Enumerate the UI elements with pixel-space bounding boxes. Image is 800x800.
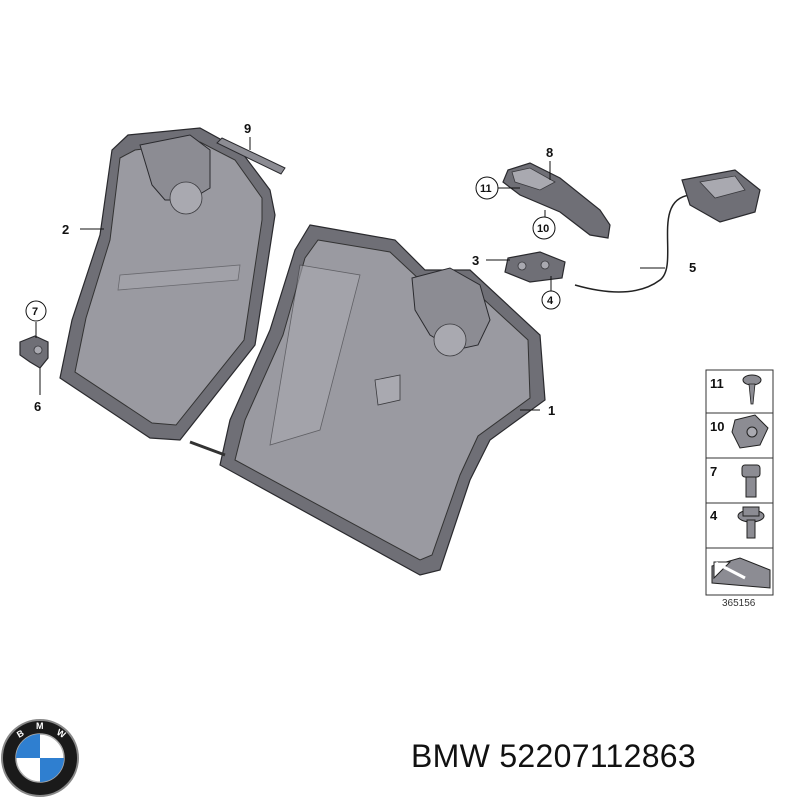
legend-number-4: 4: [710, 508, 718, 523]
fastener-legend: 11 10 7 4 365156: [705, 369, 774, 609]
bmw-logo: B M W: [1, 719, 79, 797]
callout-7: 7: [32, 306, 38, 318]
part-3-latch: [504, 251, 566, 283]
part-9-trim-strip: [216, 137, 286, 175]
part-8-release-handle: [502, 162, 611, 239]
part-5-bowden-cable: [574, 169, 761, 293]
footer-part-label: BMW 52207112863: [411, 738, 696, 775]
callout-9: 9: [244, 121, 251, 136]
legend-number-11: 11: [710, 376, 724, 391]
diagram-number: 365156: [722, 598, 756, 609]
callout-8: 8: [546, 145, 553, 160]
callout-10: 10: [537, 223, 549, 235]
part-6-mounting-bracket: [19, 335, 49, 369]
footer-part-number: 52207112863: [499, 738, 697, 774]
footer-brand: BMW: [411, 738, 491, 774]
legend-number-7: 7: [710, 464, 717, 479]
bolt-icon: [741, 464, 761, 498]
legend-number-10: 10: [710, 419, 724, 434]
svg-text:B: B: [15, 728, 26, 740]
part-1-backrest-frame-right: [189, 224, 546, 576]
flange-bolt-icon: [737, 506, 765, 539]
direction-arrow-icon: [711, 557, 771, 589]
svg-text:M: M: [36, 721, 44, 731]
callout-4: 4: [547, 295, 554, 307]
callout-11: 11: [480, 183, 492, 195]
callout-2: 2: [62, 222, 69, 237]
callout-10-circle: [532, 216, 556, 240]
callout-1: 1: [548, 403, 555, 418]
callout-11-circle: [475, 176, 499, 200]
callout-5: 5: [689, 260, 696, 275]
clip-nut-icon: [731, 414, 769, 449]
callout-3: 3: [472, 253, 479, 268]
callout-4-circle: [541, 290, 561, 310]
callout-6: 6: [34, 399, 41, 414]
callout-labels: 1 2 3 4 5 6 7 8 9 10 11: [25, 121, 696, 418]
screw-icon: [742, 374, 762, 405]
leader-lines: [35, 137, 665, 411]
part-2-backrest-frame-left: [59, 127, 276, 441]
callout-7-circle: [25, 300, 47, 322]
